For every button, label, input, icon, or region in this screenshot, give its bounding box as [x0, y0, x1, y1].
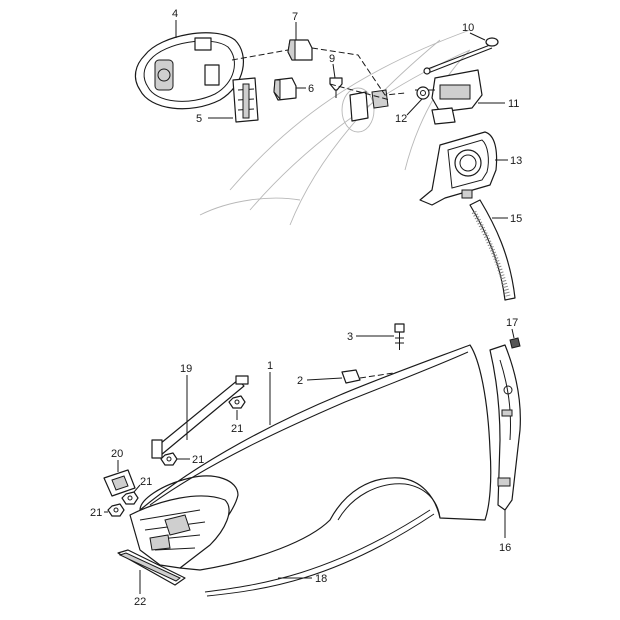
bracket-part-20[interactable]: [103, 469, 136, 497]
wheel-arch-inner: [129, 495, 230, 569]
fender-bracket-panel-part-16[interactable]: [489, 344, 521, 511]
callout-18: 18: [315, 573, 327, 585]
drain-hose-part-15[interactable]: [469, 199, 516, 301]
callout-22: 22: [134, 596, 146, 608]
callout-5: 5: [196, 113, 202, 125]
nut-part-21-b[interactable]: [160, 452, 178, 466]
filler-recess-part-13[interactable]: [419, 131, 498, 206]
callout-11: 11: [508, 98, 519, 110]
nut-part-21-c[interactable]: [121, 491, 139, 505]
callout-21-b: 21: [192, 454, 204, 466]
callout-4: 4: [172, 8, 178, 20]
callout-21-c: 21: [140, 476, 152, 488]
assembly-line-top: [231, 47, 406, 101]
callout-labels: 4 7 10 9 6 5 11 12 13 15 3 17 2 1 19 21 …: [90, 8, 522, 608]
screw-part-9[interactable]: [329, 77, 343, 98]
callout-20: 20: [111, 448, 123, 460]
release-cable-part-10[interactable]: [423, 37, 499, 75]
callout-15: 15: [510, 213, 522, 225]
rubber-buffer-part-6[interactable]: [273, 77, 297, 101]
callout-1: 1: [267, 360, 273, 372]
nut-part-21-a[interactable]: [228, 395, 246, 409]
callout-10: 10: [462, 22, 474, 34]
callout-7: 7: [292, 11, 298, 23]
callout-2: 2: [297, 375, 303, 387]
callout-21-a: 21: [231, 423, 243, 435]
callout-12: 12: [395, 113, 407, 125]
support-rod-part-19[interactable]: [151, 375, 249, 459]
callout-9: 9: [329, 53, 335, 65]
grommet-part-12[interactable]: [416, 86, 430, 100]
callout-6: 6: [308, 83, 314, 95]
callout-21-d: 21: [90, 507, 102, 519]
clip-part-17[interactable]: [509, 337, 521, 349]
nut-clip-part-2[interactable]: [341, 369, 401, 384]
callout-13: 13: [510, 155, 522, 167]
actuator-motor-part-11[interactable]: [415, 69, 483, 125]
callout-16: 16: [499, 542, 511, 554]
bolt-part-3[interactable]: [394, 323, 405, 350]
leader-lines: [104, 20, 515, 594]
callout-19: 19: [180, 363, 192, 375]
mounting-bracket: [341, 87, 389, 133]
lower-trim-strip-part-22[interactable]: [117, 549, 186, 586]
latch-clip-part-5[interactable]: [232, 77, 259, 123]
callout-17: 17: [506, 317, 518, 329]
front-fender-part-1[interactable]: [139, 344, 492, 571]
nut-part-21-d[interactable]: [107, 503, 125, 517]
callout-3: 3: [347, 331, 353, 343]
clip-cap-part-7[interactable]: [287, 39, 313, 61]
fuel-filler-housing-part-4[interactable]: [134, 32, 244, 110]
